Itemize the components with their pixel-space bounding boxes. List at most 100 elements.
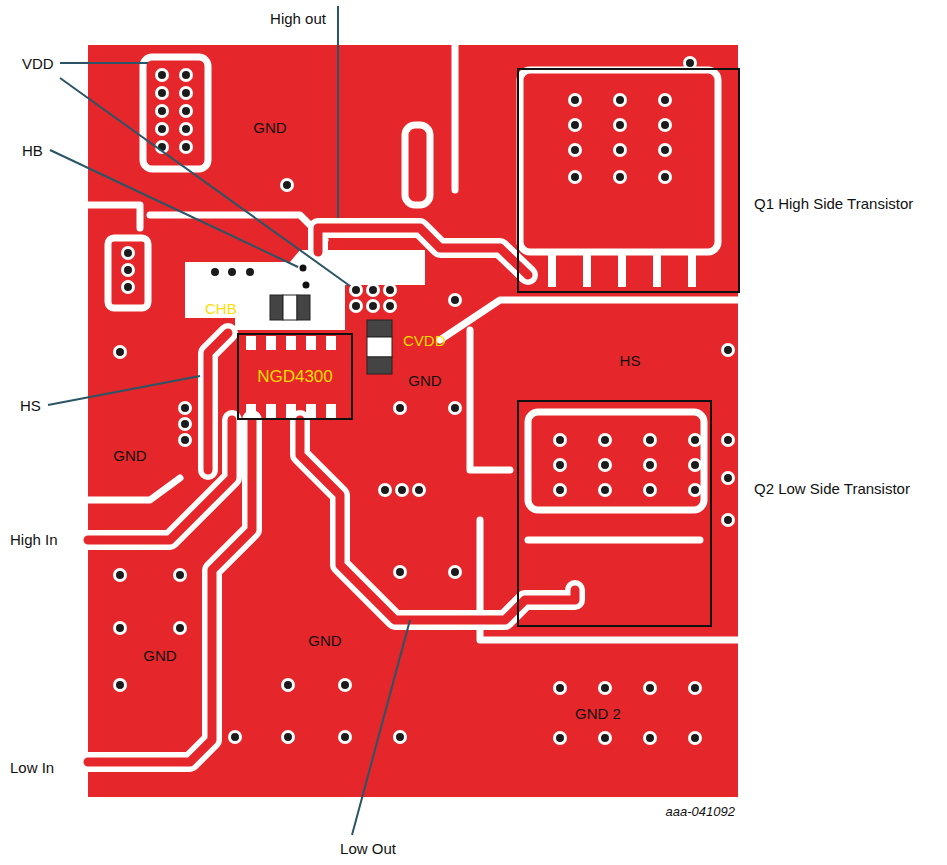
via [615,172,626,183]
clearance-gap [88,45,738,640]
via [245,267,256,278]
via [685,58,696,69]
leader-line [60,62,148,64]
capacitor-symbol [283,295,297,320]
signal-label: Low Out [340,840,396,857]
ic-pin [286,404,296,418]
transistor-pad-gap [583,255,591,287]
signal-label: HB [22,142,43,159]
leader-line [60,78,350,286]
ic-pin [246,336,336,418]
via [385,301,396,312]
via [115,680,126,691]
transistor-pad-gap [548,255,556,287]
via [397,485,408,496]
via [660,145,671,156]
via [395,567,406,578]
via [351,301,362,312]
net-label: GND [143,647,176,664]
signal-label: Low In [10,759,54,776]
transistor-pad-gap [653,255,661,287]
via [600,435,611,446]
clearance-gap [405,125,430,205]
via [570,120,581,131]
via [660,120,671,131]
via [645,733,656,744]
ic-pin [286,336,296,350]
component-label: Q2 Low Side Transistor [754,480,910,497]
component-label: CHB [205,300,237,317]
via [115,58,734,744]
via [615,145,626,156]
via [283,732,294,743]
via [123,265,134,276]
leader-line [48,6,410,835]
via [175,570,186,581]
via [115,570,126,581]
capacitor-symbol [367,357,392,374]
via [368,301,379,312]
via [230,732,241,743]
signal-label: High In [10,531,58,548]
copper-trace [300,420,575,620]
ic-pin [326,404,336,418]
via [157,106,168,117]
via [380,485,391,496]
via [395,403,406,414]
net-label: HS [620,352,641,369]
leader-line [50,150,298,267]
via [181,142,192,153]
net-label: GND [408,372,441,389]
via [283,680,294,691]
component-label: CVDD [403,332,446,349]
via [690,485,701,496]
via [180,403,191,414]
via [690,683,701,694]
via [340,680,351,691]
via [180,419,191,430]
part-name: NGD4300 [257,367,333,387]
via [660,95,671,106]
via [570,145,581,156]
hb-via [303,282,310,289]
clearance-gap [528,412,704,510]
via [181,106,192,117]
capacitor-symbol [297,295,310,320]
via [570,172,581,183]
via [600,485,611,496]
net-label: GND [113,447,146,464]
net-label: GND [308,632,341,649]
ic-package: NGD4300 [237,333,353,420]
via [227,267,238,278]
via [645,460,656,471]
via [123,282,134,293]
via [600,733,611,744]
component-label: Q1 High Side Transistor [754,195,913,212]
via [181,70,192,81]
via [690,435,701,446]
via [340,732,351,743]
transistor-pad-gap [618,255,626,287]
leader-line [352,620,410,835]
ic-pin [266,404,276,418]
ic-pin [246,404,256,418]
leader-line [48,376,200,405]
via [555,435,566,446]
via [645,485,656,496]
via [157,70,168,81]
via [555,460,566,471]
via [645,683,656,694]
via [351,285,362,296]
clearance-gap [528,537,700,544]
clearance-gap [520,70,718,252]
capacitor-symbol [367,320,392,337]
signal-label: HS [20,397,41,414]
via [690,733,701,744]
leader-line [337,6,339,218]
via [395,732,406,743]
via [115,347,126,358]
via [690,460,701,471]
via [181,124,192,135]
via [600,683,611,694]
